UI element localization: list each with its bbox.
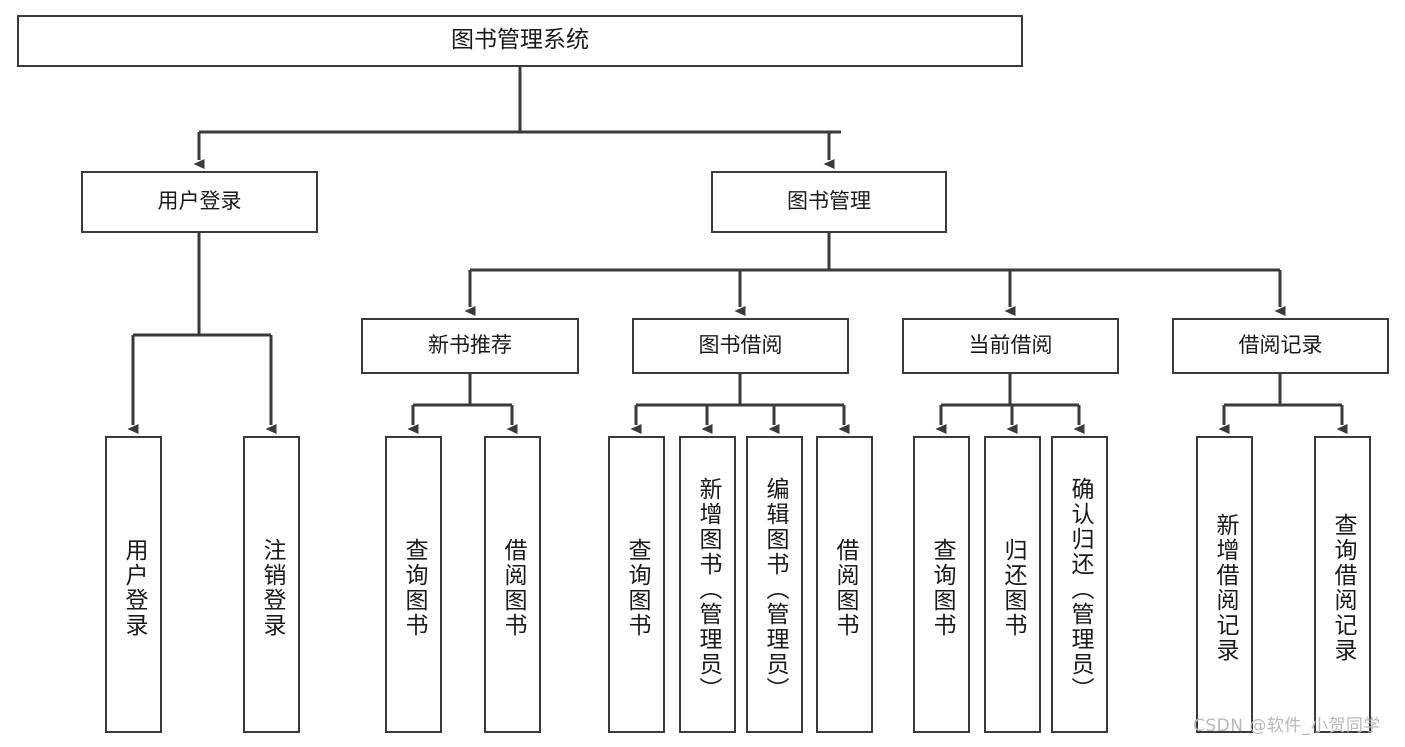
leaf-add-borrow-record-label: 新增借阅记录 <box>1212 512 1238 663</box>
leaf-add-book-admin-label: 新增图书（管理员） <box>695 477 721 702</box>
leaf-return-book-label: 归还图书 <box>1000 537 1026 638</box>
leaf-query-borrow-record[interactable]: 查询借阅记录 <box>1314 436 1371 733</box>
node-root-label: 图书管理系统 <box>451 27 589 54</box>
leaf-borrow-book-label: 借阅图书 <box>832 537 858 638</box>
leaf-logout[interactable]: 注销登录 <box>243 436 300 733</box>
leaf-confirm-return-admin[interactable]: 确认归还（管理员） <box>1051 436 1108 733</box>
leaf-edit-book-admin[interactable]: 编辑图书（管理员） <box>746 436 803 733</box>
node-new-book-recommend-label: 新书推荐 <box>428 333 512 358</box>
leaf-query-book-rec-label: 查询图书 <box>401 537 427 638</box>
leaf-query-book-current-label: 查询图书 <box>929 537 955 638</box>
node-book-manage[interactable]: 图书管理 <box>711 171 947 233</box>
leaf-logout-label: 注销登录 <box>259 537 285 638</box>
leaf-confirm-return-admin-label: 确认归还（管理员） <box>1067 477 1093 702</box>
node-current-borrow[interactable]: 当前借阅 <box>902 318 1119 374</box>
leaf-query-book-current[interactable]: 查询图书 <box>913 436 970 733</box>
leaf-add-borrow-record[interactable]: 新增借阅记录 <box>1196 436 1253 733</box>
leaf-user-login-label: 用户登录 <box>121 537 147 638</box>
node-new-book-recommend[interactable]: 新书推荐 <box>361 318 579 374</box>
leaf-add-book-admin[interactable]: 新增图书（管理员） <box>679 436 736 733</box>
leaf-return-book[interactable]: 归还图书 <box>984 436 1041 733</box>
node-root-system[interactable]: 图书管理系统 <box>17 15 1023 67</box>
node-book-borrow[interactable]: 图书借阅 <box>632 318 849 374</box>
csdn-watermark: CSDN @软件_小贺同学 <box>1193 716 1381 736</box>
leaf-query-borrow-record-label: 查询借阅记录 <box>1330 512 1356 663</box>
leaf-query-book-borrow-label: 查询图书 <box>624 537 650 638</box>
leaf-borrow-book-rec-label: 借阅图书 <box>500 537 526 638</box>
node-user-login-label: 用户登录 <box>157 189 242 214</box>
node-book-manage-label: 图书管理 <box>787 189 871 214</box>
node-borrow-record-label: 借阅记录 <box>1238 333 1323 358</box>
leaf-query-book-rec[interactable]: 查询图书 <box>385 436 442 733</box>
leaf-edit-book-admin-label: 编辑图书（管理员） <box>762 477 788 702</box>
node-book-borrow-label: 图书借阅 <box>698 333 783 358</box>
leaf-user-login[interactable]: 用户登录 <box>105 436 162 733</box>
leaf-borrow-book-rec[interactable]: 借阅图书 <box>484 436 541 733</box>
node-user-login[interactable]: 用户登录 <box>81 171 318 233</box>
node-current-borrow-label: 当前借阅 <box>968 333 1053 358</box>
leaf-borrow-book[interactable]: 借阅图书 <box>816 436 873 733</box>
leaf-query-book-borrow[interactable]: 查询图书 <box>608 436 665 733</box>
node-borrow-record[interactable]: 借阅记录 <box>1172 318 1389 374</box>
